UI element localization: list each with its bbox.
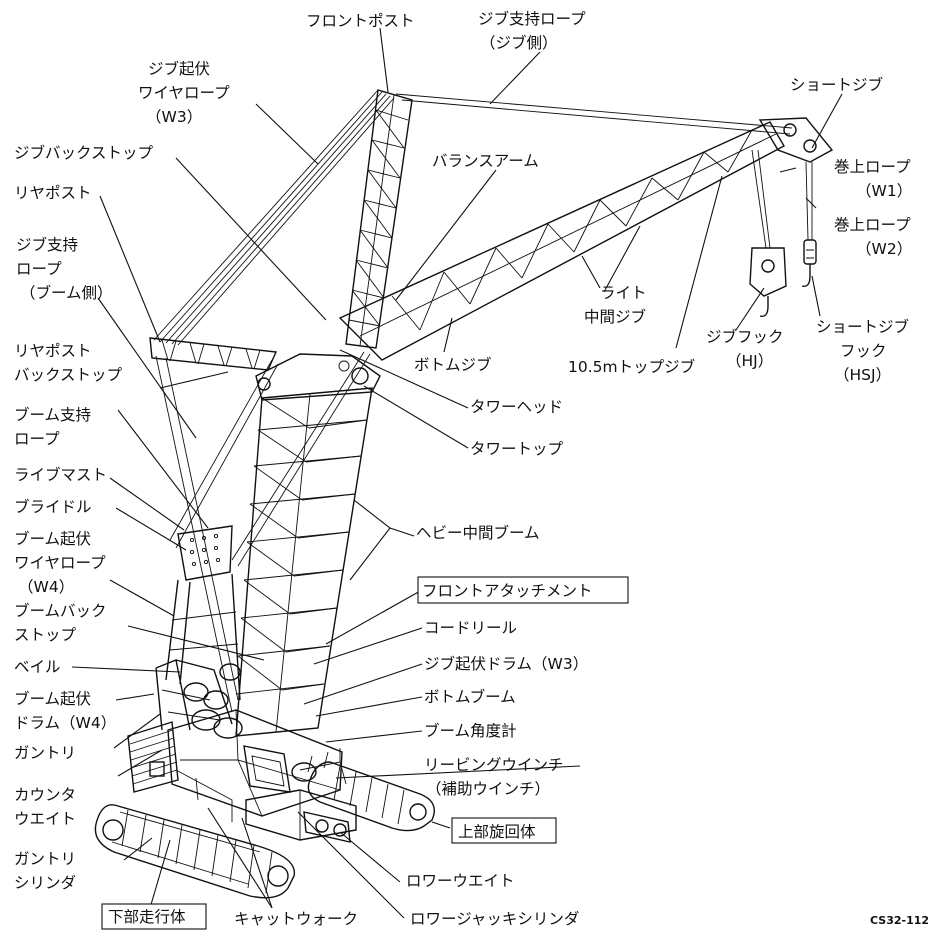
label-live-mast: ライブマスト <box>14 465 107 484</box>
label-boom-luffing-rope-3: （W4） <box>18 578 74 596</box>
front-post-mast <box>345 89 413 349</box>
label-jib-support-rope-jib-2: （ジブ側） <box>480 33 558 52</box>
label-hoist-rope-w2-2: （W2） <box>856 240 912 258</box>
label-bottom-boom: ボトムブーム <box>424 687 516 706</box>
jib-drawing <box>338 117 834 361</box>
label-boom-luffing-drum-2: ドラム（W4） <box>14 714 116 732</box>
live-mast-bridle <box>165 525 241 701</box>
label-jib-support-rope-jib-1: ジブ支持ロープ <box>478 9 586 28</box>
label-jib-luffing-rope-3: （W3） <box>146 108 202 126</box>
label-lower-jack-cylinder: ロワージャッキシリンダ <box>410 910 579 928</box>
counterweight-stack <box>127 721 179 793</box>
label-boom-luffing-rope-2: ワイヤロープ <box>14 554 106 572</box>
gantry-frame <box>155 659 233 731</box>
cab <box>243 745 291 793</box>
label-jib-hook-2: （HJ） <box>726 352 773 370</box>
label-jib-luffing-drum: ジブ起伏ドラム（W3） <box>424 654 588 673</box>
label-lower-structure: 下部走行体 <box>108 908 186 926</box>
label-boom-support-rope-2: ロープ <box>14 430 60 448</box>
label-reeving-winch-1: リービングウインチ <box>424 756 564 774</box>
label-front-post: フロントポスト <box>306 12 415 30</box>
label-tower-head: タワーヘッド <box>470 398 563 416</box>
label-front-attachment: フロントアタッチメント <box>422 582 593 600</box>
label-rear-post: リヤポスト <box>14 184 92 202</box>
label-counterweight-2: ウエイト <box>14 810 76 828</box>
label-tower-top: タワートップ <box>470 440 564 458</box>
catwalk-rails <box>175 748 347 822</box>
label-texts: フロントポスト ジブ支持ロープ （ジブ側） ショートジブ ジブ起伏 ワイヤロープ… <box>14 9 929 928</box>
label-jib-backstop: ジブバックストップ <box>14 143 154 162</box>
upper-structure-drawing <box>127 659 347 822</box>
label-hoist-rope-w1-1: 巻上ロープ <box>834 158 911 176</box>
label-hoist-rope-w1-2: （W1） <box>856 182 912 200</box>
label-short-jib-hook-2: フック <box>840 342 887 360</box>
label-catwalk: キャットウォーク <box>234 910 358 928</box>
label-bail: ベイル <box>14 658 61 676</box>
label-counterweight-1: カウンタ <box>14 786 76 804</box>
car-body <box>245 789 357 843</box>
label-jib-luffing-rope-2: ワイヤロープ <box>138 84 230 102</box>
label-gantry: ガントリ <box>14 744 76 762</box>
label-boom-angle-meter: ブーム角度計 <box>424 721 517 740</box>
label-boom-backstop-2: ストップ <box>14 626 77 644</box>
lower-structure-drawing <box>94 761 435 899</box>
label-gantry-cylinder-2: シリンダ <box>14 874 76 892</box>
label-bridle: ブライドル <box>14 497 92 516</box>
label-bottom-jib: ボトムジブ <box>414 355 492 374</box>
lower-weight-block <box>303 811 351 843</box>
label-boom-support-rope-1: ブーム支持 <box>14 405 91 424</box>
rear-post-strut <box>149 337 278 371</box>
label-short-jib-hook-3: （HSJ） <box>834 366 891 384</box>
label-jib-support-rope-boom-3: （ブーム側） <box>20 283 113 302</box>
label-rear-post-backstop-2: バックストップ <box>14 366 123 384</box>
label-rear-post-backstop-1: リヤポスト <box>14 342 92 360</box>
label-boxes <box>101 576 629 930</box>
short-jib-tip <box>758 117 834 163</box>
short-jib-hook-block <box>801 239 817 287</box>
label-boom-luffing-drum-1: ブーム起伏 <box>14 689 91 708</box>
label-heavy-intermediate-boom: ヘビー中間ブーム <box>416 523 540 542</box>
label-jib-support-rope-boom-1: ジブ支持 <box>16 235 78 254</box>
label-light-intermediate-jib-1: ライト <box>600 284 647 302</box>
label-cord-reel: コードリール <box>424 619 517 637</box>
label-lower-weight: ロワーウエイト <box>406 872 515 890</box>
label-reeving-winch-2: （補助ウインチ） <box>426 780 550 798</box>
label-boom-backstop-1: ブームバック <box>14 601 107 620</box>
label-short-jib-hook-1: ショートジブ <box>816 317 909 336</box>
label-jib-support-rope-boom-2: ロープ <box>16 260 62 278</box>
label-short-jib: ショートジブ <box>790 75 883 94</box>
label-upper-structure: 上部旋回体 <box>458 823 536 841</box>
label-light-intermediate-jib-2: 中間ジブ <box>584 307 646 326</box>
label-balance-arm: バランスアーム <box>432 152 539 170</box>
jib-hook-block <box>749 247 787 317</box>
rope-lines <box>153 89 813 713</box>
figure-code: CS32-112 <box>870 914 929 927</box>
label-top-jib: 10.5mトップジブ <box>568 357 695 376</box>
label-boom-luffing-rope-1: ブーム起伏 <box>14 529 91 548</box>
right-crawler <box>307 761 435 832</box>
boom-drawing <box>235 353 381 737</box>
label-jib-luffing-rope-1: ジブ起伏 <box>148 59 210 78</box>
label-gantry-cylinder-1: ガントリ <box>14 850 76 868</box>
label-jib-hook-1: ジブフック <box>706 327 784 346</box>
label-hoist-rope-w2-1: 巻上ロープ <box>834 216 911 234</box>
leader-lines <box>71 27 843 919</box>
